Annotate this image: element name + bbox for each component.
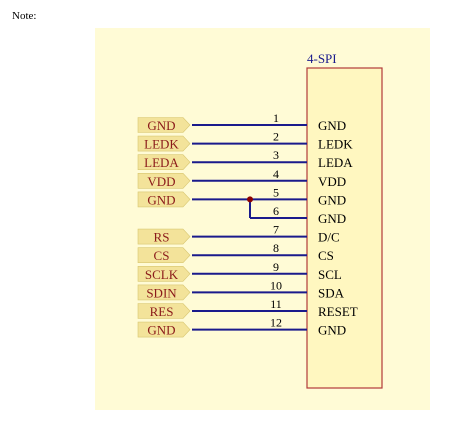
pin-name: GND xyxy=(318,323,346,338)
net-port-label xyxy=(137,135,191,152)
pin-number: 8 xyxy=(273,241,279,255)
net-label-text: LEDA xyxy=(144,155,179,170)
net-label-text: RES xyxy=(150,304,174,319)
pin-number: 7 xyxy=(273,223,279,237)
pin-number: 6 xyxy=(273,204,279,218)
pin-number: 4 xyxy=(273,167,279,181)
net-label-text: GND xyxy=(147,323,175,338)
net-label-text: GND xyxy=(147,192,175,207)
net-label-text: VDD xyxy=(147,174,175,189)
pin-name: LEDA xyxy=(318,155,353,170)
net-port-label xyxy=(137,117,191,133)
net-port-label xyxy=(137,321,191,338)
pin-name: GND xyxy=(318,211,346,226)
net-port-label xyxy=(137,228,191,245)
net-port-label xyxy=(137,303,191,319)
pin-name: CS xyxy=(318,248,334,263)
pin-name: LEDK xyxy=(318,137,353,152)
net-port-label xyxy=(137,247,191,264)
pin-name: VDD xyxy=(318,174,346,189)
pin-name: D/C xyxy=(318,230,340,245)
connector-body xyxy=(306,67,383,389)
pin-number: 2 xyxy=(273,130,279,144)
net-port-label xyxy=(137,265,191,282)
net-label-text: CS xyxy=(154,248,170,263)
part-name: 4-SPI xyxy=(307,51,337,66)
net-port-label xyxy=(137,191,191,208)
net-label-text: SCLK xyxy=(145,267,179,282)
pin-number: 1 xyxy=(273,111,279,125)
net-label-text: SDIN xyxy=(146,285,177,300)
net-port-label xyxy=(137,284,191,301)
pin-number: 9 xyxy=(273,260,279,274)
pin-name: RESET xyxy=(318,304,358,319)
pin-number: 11 xyxy=(270,297,282,311)
pin-name: GND xyxy=(318,118,346,133)
pin-name: SCL xyxy=(318,267,342,282)
net-label-text: RS xyxy=(154,230,170,245)
pin-number: 10 xyxy=(270,278,282,292)
note-label: Note: xyxy=(12,10,37,22)
net-label-text: GND xyxy=(147,118,175,133)
pin-number: 5 xyxy=(273,185,279,199)
pin-number: 3 xyxy=(273,148,279,162)
pin-name: GND xyxy=(318,192,346,207)
net-port-label xyxy=(137,173,191,189)
pin-name: SDA xyxy=(318,285,345,300)
net-port-label xyxy=(137,154,191,170)
net-label-text: LEDK xyxy=(144,137,179,152)
pin-number: 12 xyxy=(270,316,282,330)
junction-dot xyxy=(247,196,253,203)
